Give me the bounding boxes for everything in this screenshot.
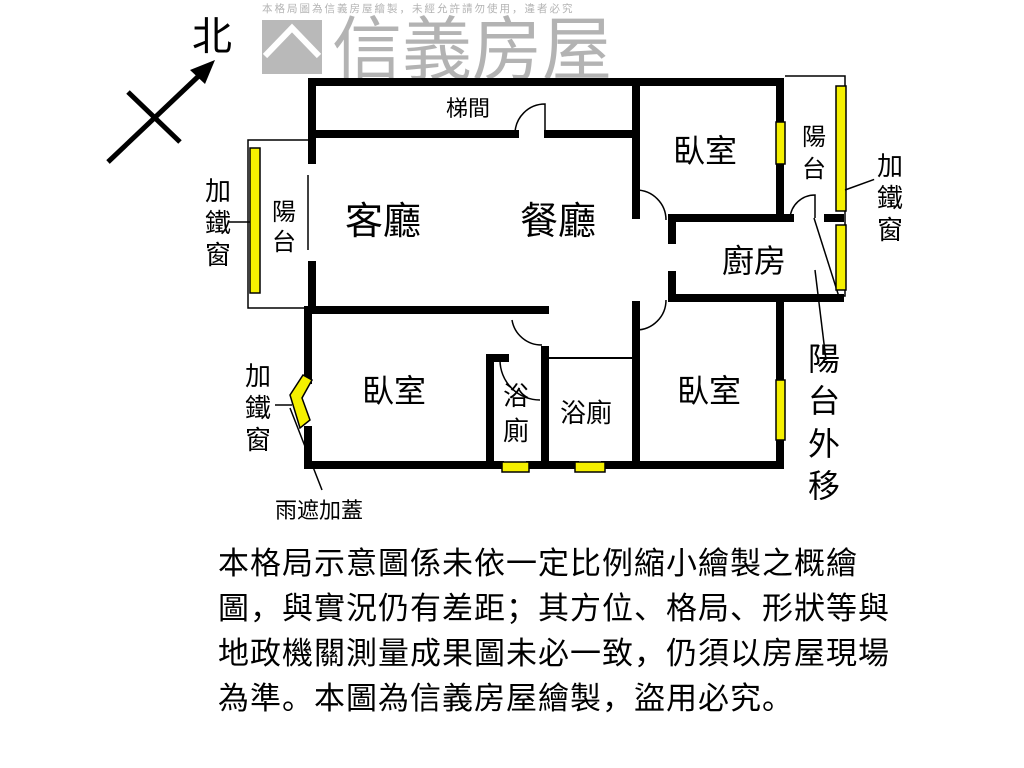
note-balcony-moved: 台: [808, 382, 840, 420]
north-arrow-icon: [190, 60, 215, 84]
label-bath2: 浴廁: [560, 399, 612, 429]
label-bath1-b: 廁: [503, 417, 529, 447]
note-iron-window-e: 鐵: [877, 184, 903, 214]
window-bedroom-se: [775, 379, 786, 441]
label-dining: 餐廳: [520, 199, 596, 243]
note-iron-window-w: 加: [205, 177, 231, 207]
note-balcony-moved: 陽: [808, 340, 840, 378]
label-stairs: 梯間: [446, 97, 490, 122]
window-bedroom-ne: [775, 121, 786, 165]
watermark-brand: 信義房屋: [332, 9, 612, 91]
window-west: [249, 147, 261, 294]
label-bedroom-se: 臥室: [677, 372, 741, 410]
label-bath1-a: 浴: [503, 382, 529, 412]
compass: 北: [106, 14, 232, 164]
label-balcony-e-a: 陽: [802, 123, 826, 151]
label-balcony-e-b: 台: [802, 155, 826, 183]
note-iron-window-e: 加: [877, 152, 903, 182]
note-iron-window-sw: 加: [245, 362, 271, 392]
note-balcony-moved: 移: [808, 467, 840, 505]
label-living: 客廳: [345, 199, 421, 243]
note-canopy: 雨遮加蓋: [275, 499, 363, 524]
label-balcony-w-a: 陽: [272, 198, 296, 226]
label-bedroom-ne: 臥室: [673, 132, 737, 170]
note-balcony-moved: 外: [808, 425, 840, 463]
label-bedroom-sw: 臥室: [362, 372, 426, 410]
window-bath2: [574, 461, 606, 473]
doors: [499, 103, 816, 401]
window-east-lower: [835, 224, 847, 291]
walls: [304, 78, 844, 469]
window-bath1: [501, 461, 530, 473]
watermark-notice: 本格局圖為信義房屋繪製，未經允許請勿使用，違者必究: [262, 2, 575, 15]
note-iron-window-sw: 窗: [245, 426, 271, 456]
label-kitchen: 廚房: [722, 242, 786, 280]
window-bay-sw: [289, 374, 314, 430]
label-balcony-w-b: 台: [272, 228, 296, 256]
note-iron-window-w: 窗: [205, 241, 231, 271]
note-iron-window-w: 鐵: [205, 209, 231, 239]
disclaimer-text: 本格局示意圖係未依一定比例縮小繪製之概繪圖，與實況仍有差距；其方位、格局、形狀等…: [218, 546, 890, 717]
window-east-upper: [835, 85, 847, 212]
north-label: 北: [192, 14, 232, 60]
watermark: 本格局圖為信義房屋繪製，未經允許請勿使用，違者必究 信義房屋: [262, 2, 612, 91]
windows: [249, 85, 847, 473]
note-iron-window-sw: 鐵: [245, 394, 271, 424]
note-iron-window-e: 窗: [877, 216, 903, 246]
